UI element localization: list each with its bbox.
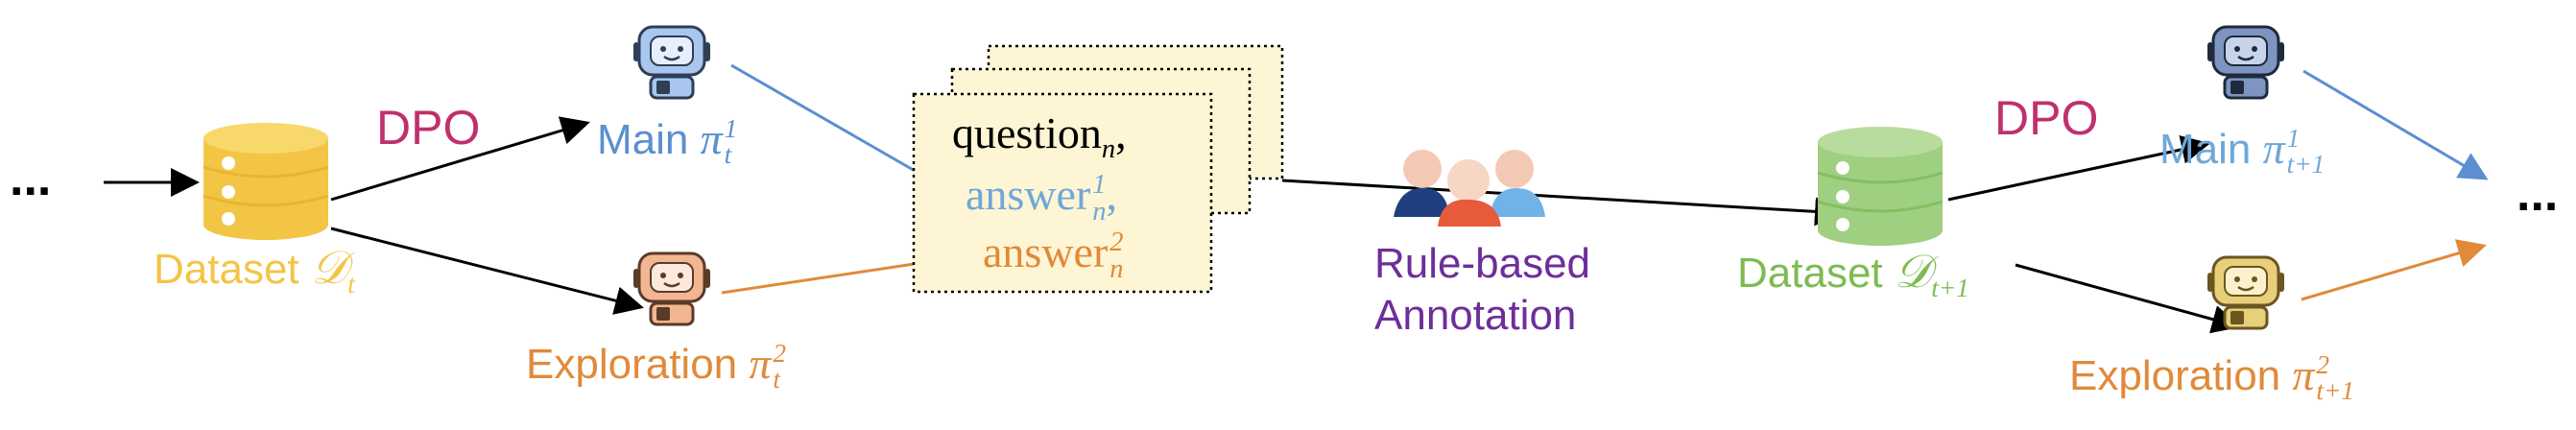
database-icon [1817, 127, 1944, 246]
robot-icon [633, 251, 710, 326]
arrow-exploration-next-to-out [2301, 239, 2487, 301]
robot-icon [2207, 25, 2284, 100]
dpo-label: DPO [376, 101, 481, 155]
arrow-exploration-to-card [721, 249, 949, 295]
arrow-dataset-next-to-exploration [2015, 263, 2241, 334]
ellipsis-right: ... [2516, 166, 2559, 222]
dataset-label: Dataset 𝒟t+1 [1737, 247, 1969, 302]
dataset-label: Dataset 𝒟t [154, 243, 355, 299]
robot-icon [633, 25, 710, 100]
robot-icon [2207, 255, 2284, 330]
arrow-card-to-dataset-next [1281, 179, 1844, 227]
arrow-main-to-card [730, 63, 951, 192]
people-group-icon [1394, 150, 1545, 227]
ellipsis-left: ... [10, 151, 52, 206]
dpo-label: DPO [1994, 91, 2099, 145]
card-question: questionn, [952, 108, 1127, 164]
arrow-main-next-to-out [2302, 69, 2489, 180]
arrow-dataset-next-to-main [1947, 135, 2210, 202]
arrow-dataset-to-main [330, 116, 590, 202]
qa-card-stack [912, 44, 1284, 294]
arrow-dataset-to-exploration [330, 227, 644, 315]
annotation-label: Rule-based Annotation [1374, 240, 1591, 339]
database-icon [203, 123, 329, 240]
